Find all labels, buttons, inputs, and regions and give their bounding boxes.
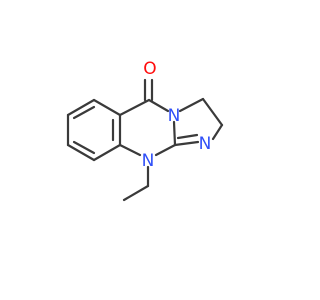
bond-benzene-double-1	[72, 105, 96, 120]
imine-nitrogen-label: N	[199, 134, 212, 154]
bond-benzene-4	[92, 143, 122, 162]
bond-c5-n-bridge	[147, 98, 170, 113]
atom-labels: O N N N	[142, 59, 212, 171]
bond-ch2-n-imine	[211, 123, 224, 141]
bridgehead-nitrogen-label: N	[168, 106, 181, 126]
canvas-background	[0, 0, 300, 300]
oxygen-atom-label: O	[143, 59, 156, 79]
bonds	[66, 78, 224, 202]
bond-n-bridge-ch2	[178, 97, 205, 113]
bond-ethyl-2	[122, 184, 150, 202]
bond-benzene-5	[66, 143, 96, 162]
bond-n-ethyl-c8a	[118, 143, 142, 157]
ethyl-nitrogen-label: N	[142, 151, 155, 171]
molecule-structure: O N N N	[0, 0, 300, 300]
bond-c4a-c5	[118, 98, 151, 117]
bond-benzene-2	[92, 98, 122, 117]
bond-c9a-n-ethyl	[154, 143, 177, 157]
bond-ch2-ch2	[201, 97, 224, 127]
bond-benzene-double-3	[72, 140, 96, 155]
bond-imine-double-2	[176, 133, 199, 140]
bond-n-bridge-c9a	[172, 120, 177, 147]
bond-benzene-1	[66, 98, 96, 117]
bond-imine-double-1	[173, 140, 200, 147]
